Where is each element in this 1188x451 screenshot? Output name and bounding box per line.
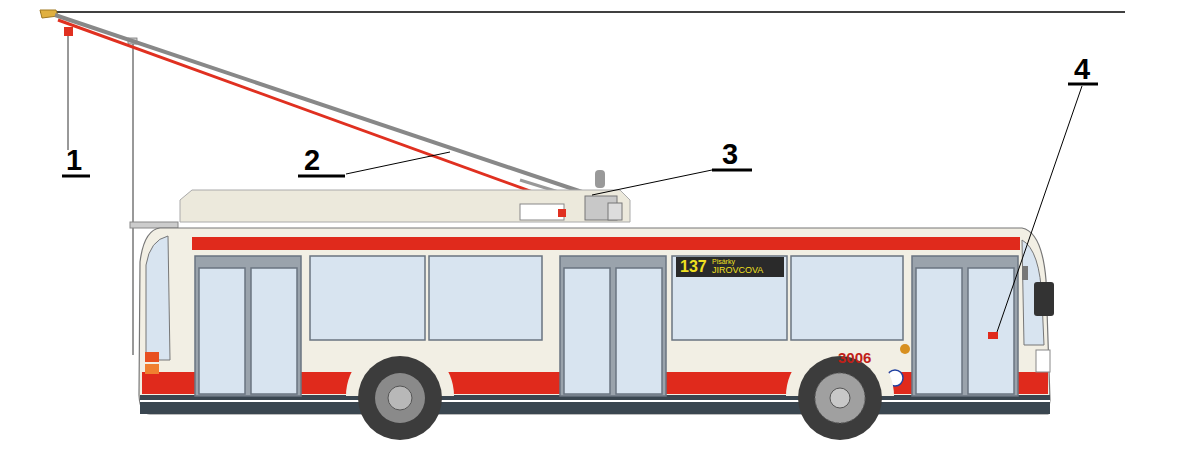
callout-number: 3 [722,140,738,169]
rear-light [145,352,159,362]
doors [195,256,1018,396]
mirror-arm [1022,266,1028,280]
rope-line [68,36,69,150]
rear-window [146,236,170,360]
callout-number: 2 [304,146,320,175]
callout-lines [62,84,1098,332]
callout-number: 4 [1074,55,1090,84]
pole-base [595,170,605,188]
bus-body [139,228,1050,414]
logo [900,344,910,354]
skirt-line [140,400,1050,402]
mirror [1034,282,1054,316]
roof-cover [180,190,630,222]
rope-line [133,40,134,355]
skirt [140,395,1050,414]
trolley-pole [58,20,588,212]
trolley-pole [55,15,600,198]
front-light [1036,350,1050,372]
rear-light [145,364,159,374]
destination-name: JIROVCOVA [712,266,763,275]
roof-box [520,204,564,220]
rear-wheel [346,342,454,440]
upper-stripe [192,237,1020,250]
retriever-marker [64,27,73,36]
callout-number: 1 [66,146,82,175]
fleet-number: 3006 [838,350,871,365]
overhead-wire [40,11,1125,13]
destination-via: Pisárky [712,258,735,265]
route-number: 137 [680,259,707,275]
destination-display [676,257,784,277]
rear-ledge [130,222,178,228]
marker-4 [988,332,998,339]
windows [310,256,903,340]
rear-light [145,376,159,386]
roof-marker [558,209,566,217]
pole-base [608,203,622,220]
front-wheel [786,342,894,440]
